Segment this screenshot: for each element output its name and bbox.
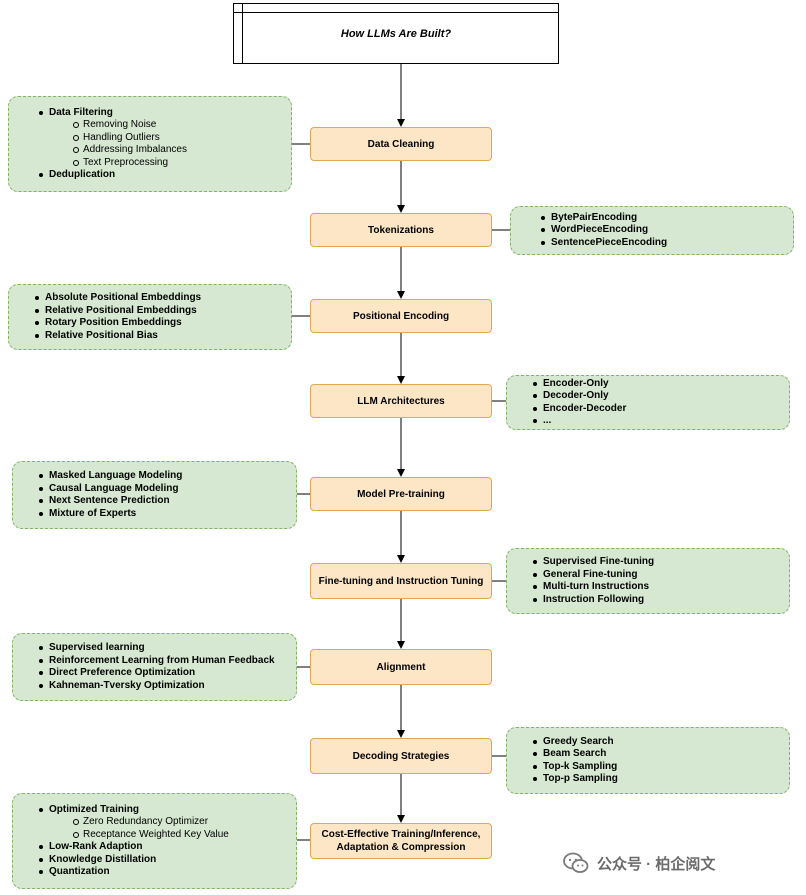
list-item: Addressing Imbalances <box>49 144 187 157</box>
note-fine-tuning: Supervised Fine-tuning General Fine-tuni… <box>506 548 790 614</box>
list-item: Top-k Sampling <box>533 760 618 772</box>
stage-label: Data Cleaning <box>367 138 435 150</box>
list-item: Supervised learning <box>39 642 275 655</box>
list-item: Text Preprocessing <box>49 157 187 170</box>
list-item: WordPieceEncoding <box>540 224 667 237</box>
wechat-icon <box>563 852 589 873</box>
list-item: Supervised Fine-tuning <box>532 556 655 567</box>
list-item: Quantization <box>39 866 229 879</box>
list-item: Next Sentence Prediction <box>38 495 182 508</box>
list-item: Absolute Positional Embeddings <box>34 292 202 303</box>
list-item: Decoder-Only <box>532 390 626 403</box>
list-item: Reinforcement Learning from Human Feedba… <box>39 654 275 666</box>
list-item: SentencePieceEncoding <box>540 236 668 248</box>
stage-label-line1: Cost-Effective Training/Inference, <box>321 829 481 840</box>
list-item: Relative Positional Embeddings <box>34 305 201 318</box>
stage-label: Model Pre-training <box>357 488 445 500</box>
stage-label: Tokenizations <box>368 224 434 236</box>
stage-fine-tuning: Fine-tuning and Instruction Tuning <box>310 563 492 599</box>
stage-alignment: Alignment <box>310 649 492 685</box>
list-item: BytePairEncoding <box>540 212 667 225</box>
list-item: Top-p Sampling <box>533 773 618 784</box>
list-item: Data Filtering <box>39 107 187 120</box>
note-tokenizations: BytePairEncoding WordPieceEncoding Sente… <box>510 206 794 255</box>
title-text: How LLMs Are Built? <box>340 27 452 40</box>
list-item: General Fine-tuning <box>532 569 654 582</box>
note-llm-architectures: Encoder-Only Decoder-Only Encoder-Decode… <box>506 375 790 430</box>
title-box-side <box>233 3 243 64</box>
list-item: Causal Language Modeling <box>38 483 182 496</box>
stage-data-cleaning: Data Cleaning <box>310 127 492 161</box>
list-item: Greedy Search <box>533 736 618 749</box>
list-item: Receptance Weighted Key Value <box>49 829 229 842</box>
list-item: Rotary Position Embeddings <box>34 317 201 330</box>
list-item: Relative Positional Bias <box>34 330 201 343</box>
list-item: Handling Outliers <box>49 132 187 145</box>
list-item: Masked Language Modeling <box>38 470 183 481</box>
list-item: Low-Rank Adaption <box>39 841 229 854</box>
list-item: Zero Redundancy Optimizer <box>49 816 229 829</box>
list-item: Multi-turn Instructions <box>532 581 654 594</box>
note-model-pretraining: Masked Language Modeling Causal Language… <box>12 461 297 529</box>
note-alignment: Supervised learning Reinforcement Learni… <box>12 633 297 701</box>
note-data-cleaning: Data Filtering Removing Noise Handling O… <box>8 96 292 192</box>
list-item: Encoder-Only <box>532 378 626 391</box>
list-item: Optimized Training <box>39 804 229 817</box>
stage-tokenizations: Tokenizations <box>310 213 492 247</box>
stage-label: Fine-tuning and Instruction Tuning <box>318 575 484 587</box>
list-item: Deduplication <box>39 169 187 182</box>
note-cost-effective: Optimized Training Zero Redundancy Optim… <box>12 793 297 889</box>
stage-label: Decoding Strategies <box>352 750 450 762</box>
note-decoding-strategies: Greedy Search Beam Search Top-k Sampling… <box>506 727 790 794</box>
list-item: Instruction Following <box>532 594 654 607</box>
list-item: Direct Preference Optimization <box>39 667 275 680</box>
stage-cost-effective: Cost-Effective Training/Inference, Adapt… <box>310 823 492 859</box>
list-item: Mixture of Experts <box>38 508 182 521</box>
list-item: ... <box>532 415 626 428</box>
watermark-text: 公众号 · 柏企阅文 <box>597 855 716 873</box>
stage-label: Positional Encoding <box>352 310 450 322</box>
stage-positional-encoding: Positional Encoding <box>310 299 492 333</box>
stage-label-line2: Adaptation & Compression <box>336 842 466 853</box>
title-box-top <box>233 3 559 13</box>
watermark: 公众号 · 柏企阅文 <box>563 850 715 876</box>
stage-label: LLM Architectures <box>357 395 445 407</box>
title-box: How LLMs Are Built? <box>233 3 559 64</box>
stage-model-pretraining: Model Pre-training <box>310 477 492 511</box>
note-positional-encoding: Absolute Positional Embeddings Relative … <box>8 284 292 350</box>
list-item: Removing Noise <box>49 119 187 132</box>
list-item: Kahneman-Tversky Optimization <box>39 680 275 693</box>
stage-llm-architectures: LLM Architectures <box>310 384 492 418</box>
list-item: Beam Search <box>533 748 618 761</box>
stage-label: Alignment <box>376 661 426 673</box>
stage-decoding-strategies: Decoding Strategies <box>310 738 492 774</box>
list-item: Knowledge Distillation <box>39 854 229 867</box>
list-item: Encoder-Decoder <box>532 402 627 414</box>
